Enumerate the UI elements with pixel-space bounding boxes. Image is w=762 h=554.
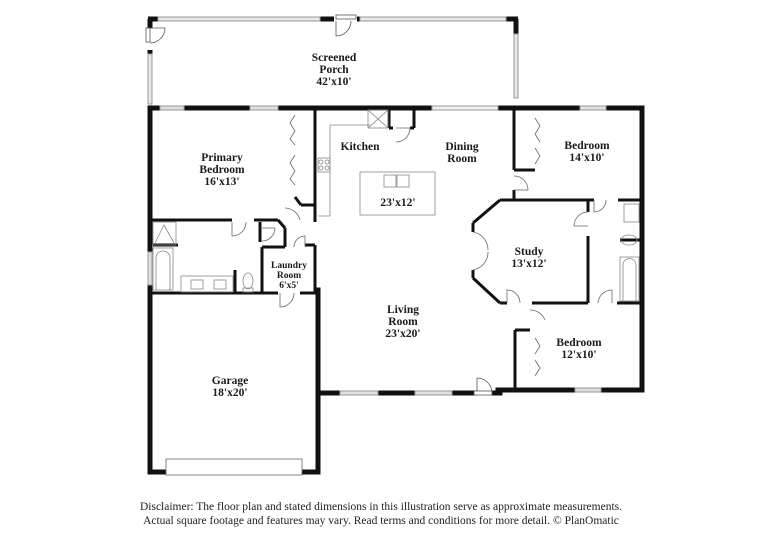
room-dimensions: 14'x10' <box>569 152 605 164</box>
room-name: Room <box>447 153 477 165</box>
room-name: Garage <box>211 375 249 387</box>
room-label-study: Study 13'x12' <box>511 246 546 270</box>
room-name: Living <box>387 304 419 316</box>
room-name: Kitchen <box>340 141 380 153</box>
closet-bifold-doors <box>289 114 541 377</box>
interior-walls <box>150 108 642 390</box>
room-dimensions: 13'x12' <box>511 258 547 270</box>
room-dimensions: 42'x10' <box>316 76 352 88</box>
disclaimer: Disclaimer: The floor plan and stated di… <box>0 500 762 528</box>
disclaimer-line-1: Disclaimer: The floor plan and stated di… <box>139 501 623 513</box>
room-label-kitchen: Kitchen <box>341 141 380 153</box>
room-name: Study <box>514 246 544 258</box>
disclaimer-line-2: Actual square footage and features may v… <box>143 515 619 527</box>
room-label-screened-porch: Screened Porch 42'x10' <box>312 52 357 88</box>
room-name: Bedroom <box>199 164 245 176</box>
screened-porch-walls <box>147 16 519 54</box>
front-door <box>473 377 493 396</box>
garage-door <box>165 458 303 476</box>
exterior-walls <box>147 105 645 475</box>
room-dimensions: 16'x13' <box>204 176 240 188</box>
windows <box>147 105 607 396</box>
room-label-bedroom-2: Bedroom 14'x10' <box>564 140 609 164</box>
room-dimensions: 6'x5' <box>279 281 299 291</box>
room-name: Room <box>276 271 302 281</box>
interior-doors <box>231 127 613 321</box>
room-label-dining-room: Dining Room <box>445 141 478 165</box>
kitchen-fixtures <box>317 109 436 217</box>
room-label-primary-bedroom: Primary Bedroom 16'x13' <box>199 152 244 188</box>
bath-fixtures <box>152 203 640 302</box>
room-label-bedroom-3: Bedroom 12'x10' <box>556 337 601 361</box>
room-name: Dining <box>445 141 479 153</box>
room-label-laundry-room: Laundry Room 6'x5' <box>271 261 307 291</box>
porch-door <box>145 14 357 44</box>
room-name: Primary <box>201 152 243 164</box>
room-dimensions: 23'x20' <box>385 328 421 340</box>
room-name: Bedroom <box>564 140 610 152</box>
room-name: Bedroom <box>556 337 602 349</box>
room-name: Room <box>388 316 418 328</box>
room-name: Laundry <box>271 261 307 271</box>
room-dimensions: 23'x12' <box>380 197 416 209</box>
room-label-living-room: Living Room 23'x20' <box>385 304 420 340</box>
room-dimensions: 12'x10' <box>561 349 597 361</box>
porch-screens <box>147 16 519 105</box>
room-name: Screened <box>311 52 357 64</box>
room-name: Porch <box>319 64 349 76</box>
room-label-kitchen-dining-dimensions: 23'x12' <box>380 197 415 209</box>
room-dimensions: 18'x20' <box>212 387 248 399</box>
room-label-garage: Garage 18'x20' <box>212 375 248 399</box>
